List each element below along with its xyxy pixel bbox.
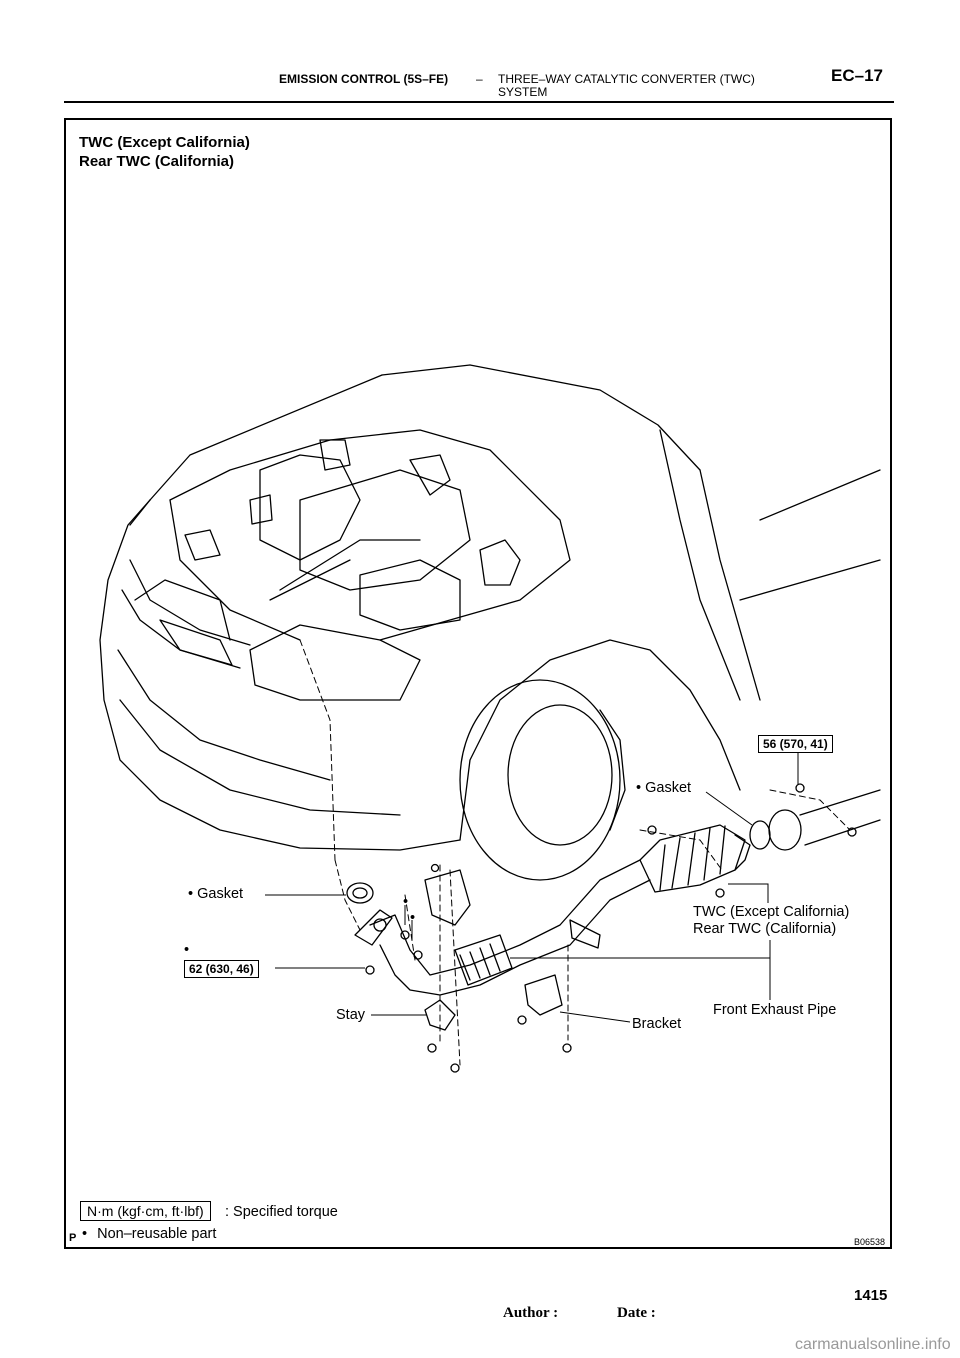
figure-ref-code: B06538 [854, 1237, 886, 1247]
legend-non-reusable-text: Non–reusable part [97, 1226, 217, 1242]
front-gasket-drawing [346, 882, 374, 904]
grille [159, 619, 233, 666]
torque-front-flange: 62 (630, 46) [184, 960, 259, 978]
non-reusable-bullet: • [188, 886, 194, 902]
wheel-arch [459, 639, 741, 841]
non-reusable-bullet: • [636, 780, 642, 796]
header-rule [64, 101, 894, 103]
front-tire [459, 679, 621, 881]
label-bracket: Bracket [632, 1016, 682, 1032]
leader-bracket [559, 1011, 631, 1023]
figure-title-line1: TWC (Except California) [79, 134, 250, 151]
header-section: EMISSION CONTROL (5S–FE) [279, 72, 449, 86]
header-subsection-line1: THREE–WAY CATALYTIC CONVERTER (TWC) [498, 72, 755, 86]
footer-page-number: 1415 [854, 1287, 888, 1304]
label-gasket-rear: • Gasket [636, 780, 691, 796]
header-dash: – [476, 72, 483, 86]
front-flange [354, 909, 393, 946]
rear-gasket-drawing [749, 820, 771, 850]
footer-author-label: Author : [503, 1305, 559, 1321]
legend-non-reusable: • Non–reusable part [82, 1226, 216, 1242]
twc-converter [639, 824, 746, 893]
leader-twc [728, 883, 769, 903]
legend-unit-box: N·m (kgf·cm, ft·lbf) [80, 1201, 211, 1221]
label-stay: Stay [336, 1007, 366, 1023]
figure-frame [64, 118, 892, 1249]
figure-title-line2: Rear TWC (California) [79, 153, 235, 170]
hood-front-edge [149, 374, 383, 501]
torque-rear-flange: 56 (570, 41) [758, 735, 833, 753]
leader-gasket-rear [705, 791, 753, 826]
hood-edge [469, 364, 701, 471]
corner-mark: P [69, 1232, 77, 1244]
header-subsection-line2: SYSTEM [498, 85, 548, 99]
label-front-exhaust-pipe: Front Exhaust Pipe [713, 1002, 837, 1018]
watermark[interactable]: carmanualsonline.info [795, 1336, 951, 1353]
stay-lower [424, 999, 456, 1031]
stay-upper [424, 869, 471, 926]
non-reusable-bullet-stay-nut2: • [410, 910, 416, 926]
bracket-drawing [524, 974, 563, 1016]
label-gasket-rear-text: Gasket [645, 780, 692, 796]
label-gasket-front-text: Gasket [197, 886, 244, 902]
label-gasket-front: • Gasket [188, 886, 243, 902]
legend-specified-torque: : Specified torque [225, 1204, 338, 1220]
flex-section [454, 934, 513, 986]
rear-pipe [799, 789, 881, 846]
non-reusable-bullet-stay-nut1: • [403, 894, 409, 910]
footer-date-label: Date : [617, 1305, 656, 1321]
front-exhaust-pipe [369, 859, 641, 976]
label-twc-line2: Rear TWC (California) [693, 921, 837, 937]
non-reusable-bullet-front-nut: • [184, 942, 190, 958]
front-bumper [99, 499, 461, 851]
legend-bullet: • [82, 1226, 88, 1242]
rear-flange [768, 809, 802, 851]
label-twc-line1: TWC (Except California) [693, 904, 850, 920]
page-id: EC–17 [831, 66, 883, 85]
headlight [249, 624, 421, 701]
